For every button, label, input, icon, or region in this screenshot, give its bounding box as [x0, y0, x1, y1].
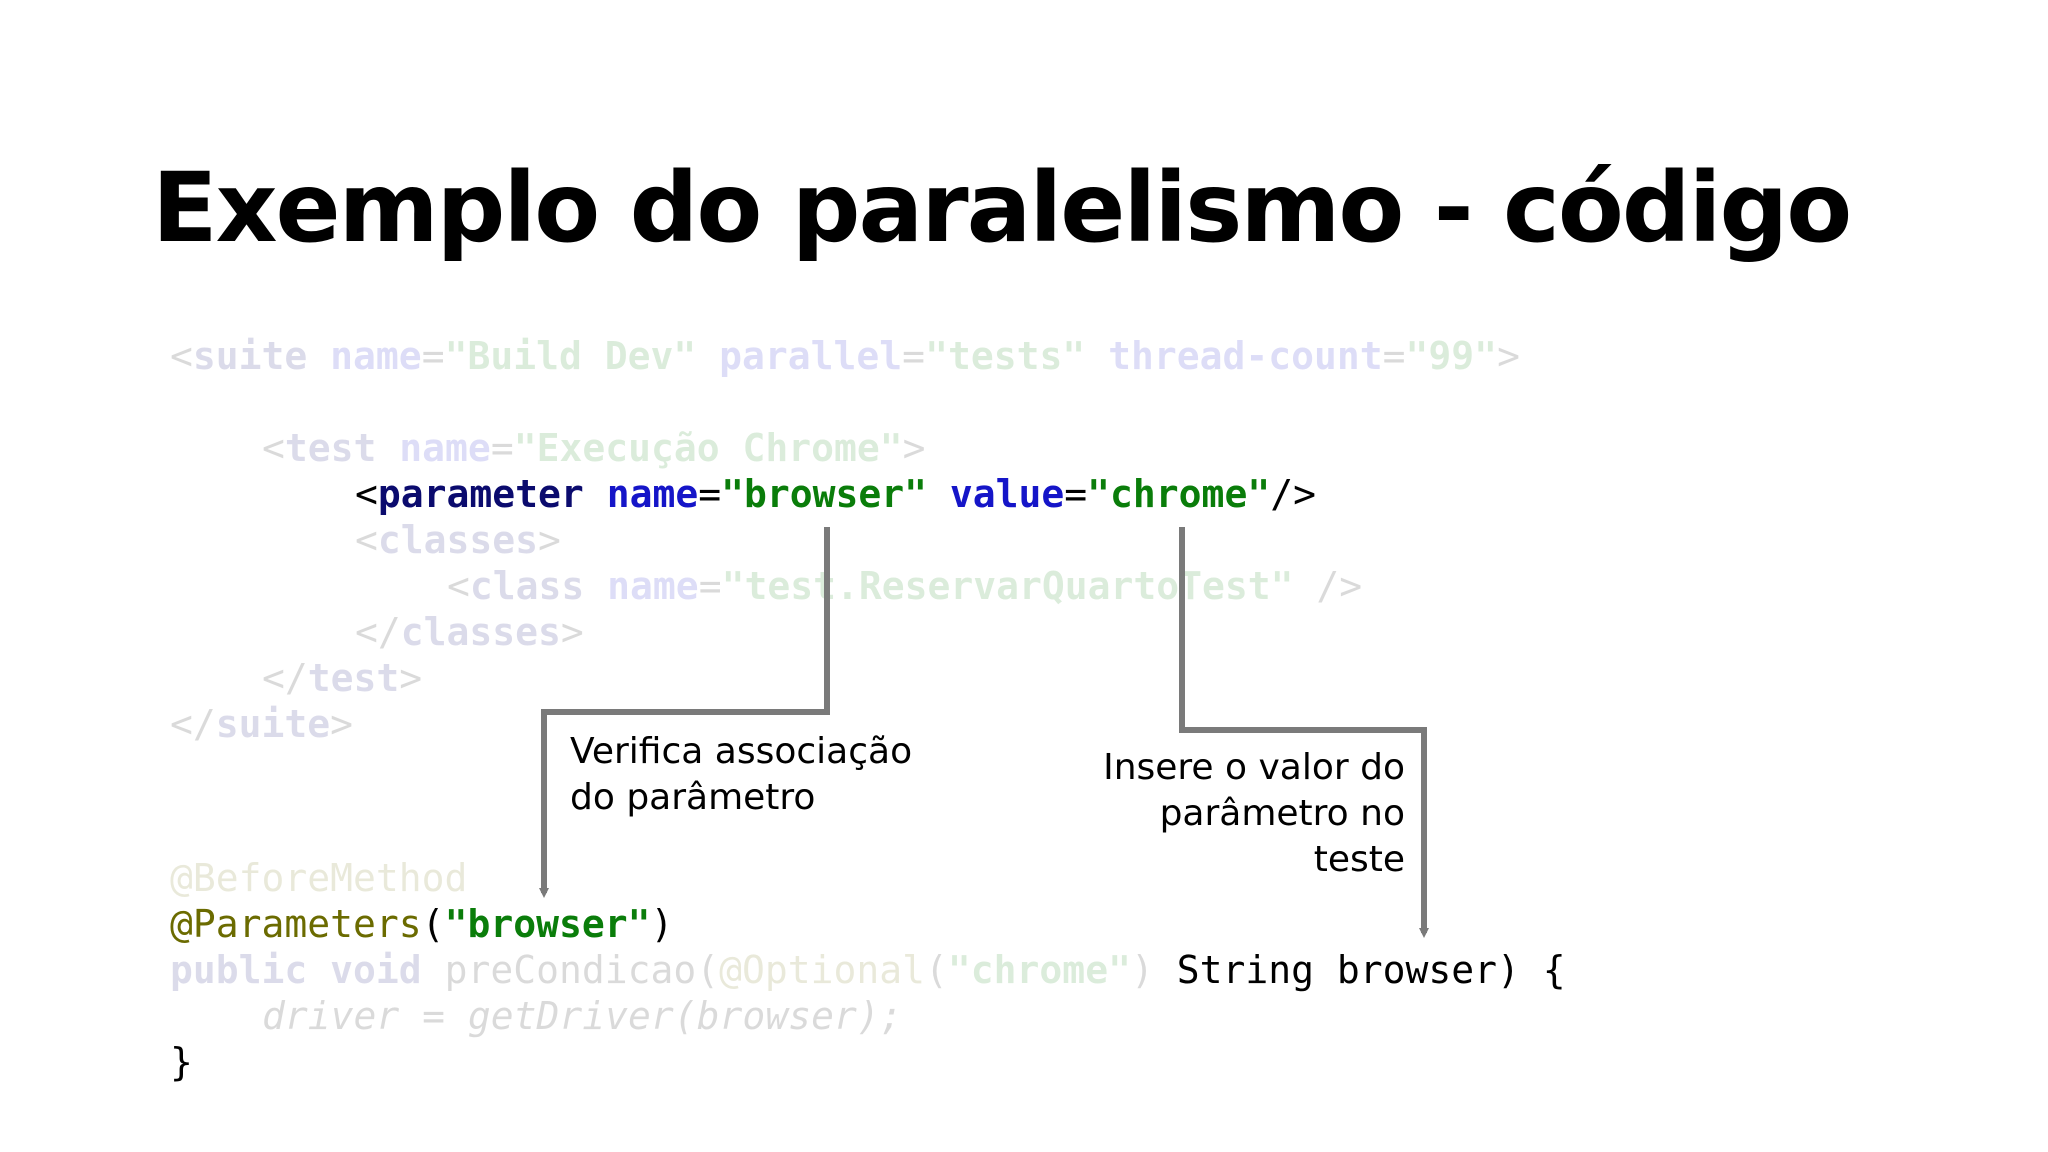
- xml-tag: test: [284, 426, 377, 470]
- xml-classes-open: <classes>: [355, 517, 561, 563]
- parameters-value: "browser": [444, 902, 651, 946]
- xml-self-close: />: [1293, 564, 1363, 608]
- xml-lt: </: [355, 610, 401, 654]
- annotation-optional: @Optional: [719, 948, 926, 992]
- xml-attr-name: name: [606, 472, 699, 516]
- xml-attr: name: [330, 334, 422, 378]
- callout-right-line: teste: [1313, 839, 1405, 880]
- xml-self-close: />: [1270, 472, 1316, 516]
- xml-attr: parallel: [719, 334, 903, 378]
- xml-suite-close: </suite>: [170, 701, 353, 747]
- xml-tag: class: [469, 564, 585, 608]
- arrow-chrome-to-string: [1179, 527, 1429, 938]
- callout-left-line: Verifica associação: [570, 731, 913, 772]
- method-name: preCondicao(: [444, 948, 720, 992]
- java-body-line: driver = getDriver(browser);: [262, 993, 903, 1039]
- xml-value-browser: "browser": [721, 472, 927, 516]
- xml-tag: classes: [377, 518, 539, 562]
- paren-open: (: [925, 948, 948, 992]
- xml-suite-open: <suite name="Build Dev" parallel="tests"…: [170, 333, 1520, 379]
- xml-lt: <: [262, 426, 285, 470]
- xml-value: "Execução Chrome": [513, 426, 903, 470]
- xml-tag: parameter: [377, 472, 584, 516]
- xml-gt: >: [399, 656, 423, 700]
- xml-gt: >: [538, 518, 561, 562]
- signature-rest: String browser) {: [1153, 948, 1566, 992]
- closing-brace: }: [170, 1040, 193, 1084]
- paren-close: ): [650, 902, 674, 946]
- xml-eq: =: [1064, 472, 1088, 516]
- method-body: driver = getDriver(browser);: [262, 994, 903, 1038]
- xml-lt: <: [170, 334, 193, 378]
- java-closing-brace: }: [170, 1039, 193, 1085]
- callout-left-line: do parâmetro: [570, 777, 816, 818]
- xml-eq: =: [698, 564, 722, 608]
- xml-parameter-line: <parameter name="browser" value="chrome"…: [355, 471, 1316, 517]
- xml-lt: <: [355, 518, 378, 562]
- xml-value-chrome: "chrome": [1087, 472, 1271, 516]
- java-signature-line: public void preCondicao(@Optional("chrom…: [170, 947, 1566, 993]
- xml-tag: test: [307, 656, 400, 700]
- optional-value: "chrome": [947, 948, 1131, 992]
- xml-class-line: <class name="test.ReservarQuartoTest" />: [447, 563, 1362, 609]
- callout-right: Insere o valor do parâmetro no teste: [1060, 745, 1405, 883]
- xml-tag: suite: [215, 702, 331, 746]
- xml-gt: >: [1497, 334, 1520, 378]
- xml-eq: =: [421, 334, 445, 378]
- xml-value: "tests": [925, 334, 1086, 378]
- xml-eq: =: [902, 334, 926, 378]
- xml-test-open: <test name="Execução Chrome">: [262, 425, 926, 471]
- xml-gt: >: [330, 702, 354, 746]
- xml-lt: </: [170, 702, 216, 746]
- callout-left: Verifica associação do parâmetro: [570, 729, 912, 821]
- xml-gt: >: [560, 610, 584, 654]
- slide-title: Exemplo do paralelismo - código: [152, 152, 1852, 264]
- xml-lt: <: [355, 472, 378, 516]
- xml-tag: classes: [400, 610, 561, 654]
- xml-lt: <: [447, 564, 470, 608]
- xml-tag: suite: [192, 334, 308, 378]
- java-parameters-line: @Parameters("browser"): [170, 901, 673, 947]
- xml-eq: =: [490, 426, 514, 470]
- xml-test-close: </test>: [262, 655, 422, 701]
- keyword-public: public: [170, 948, 308, 992]
- xml-eq: =: [698, 472, 722, 516]
- xml-classes-close: </classes>: [355, 609, 584, 655]
- annotation-parameters: @Parameters: [170, 902, 422, 946]
- xml-value: "99": [1405, 334, 1498, 378]
- callout-right-line: Insere o valor do: [1103, 747, 1405, 788]
- paren-open: (: [421, 902, 445, 946]
- xml-gt: >: [902, 426, 926, 470]
- paren-close: ): [1130, 948, 1154, 992]
- xml-attr-value: value: [949, 472, 1065, 516]
- xml-value: "test.ReservarQuartoTest": [721, 564, 1294, 608]
- xml-attr: name: [399, 426, 491, 470]
- java-before-method: @BeforeMethod: [170, 855, 467, 901]
- xml-attr: name: [607, 564, 699, 608]
- annotation-before-method: @BeforeMethod: [170, 856, 468, 900]
- callout-right-line: parâmetro no: [1159, 793, 1405, 834]
- xml-attr: thread-count: [1108, 334, 1383, 378]
- xml-lt: </: [262, 656, 308, 700]
- xml-eq: =: [1382, 334, 1406, 378]
- arrow-browser-to-parameters: [539, 527, 830, 898]
- xml-value: "Build Dev": [444, 334, 697, 378]
- keyword-void: void: [330, 948, 422, 992]
